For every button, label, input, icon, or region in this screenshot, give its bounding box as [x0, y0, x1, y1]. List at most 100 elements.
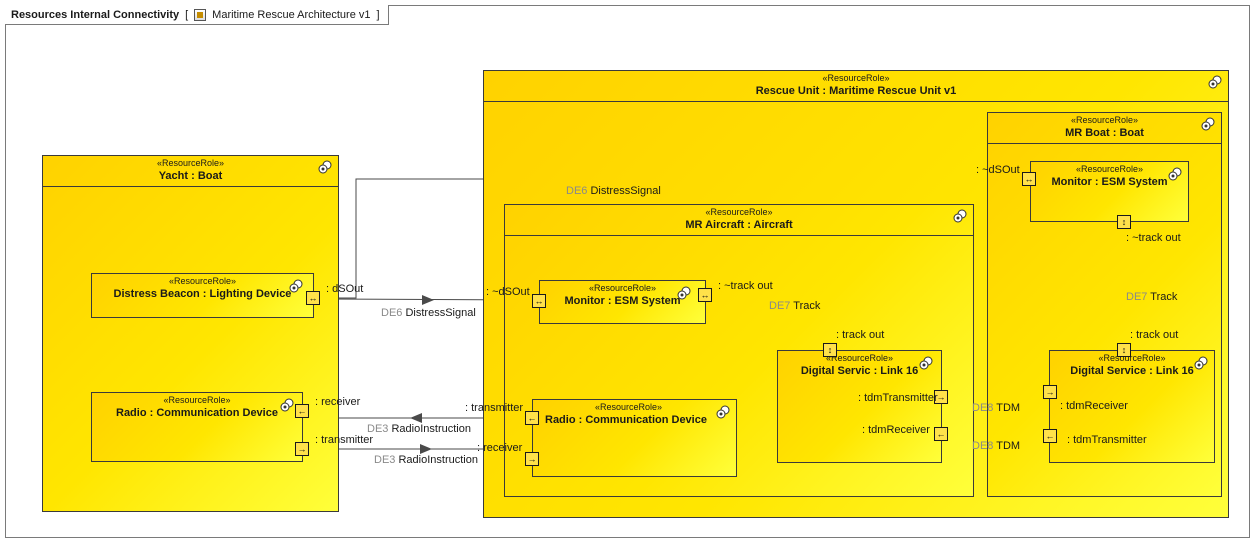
- connector-id: DE3: [374, 454, 396, 466]
- part-radio-yacht[interactable]: «ResourceRole» Radio : Communication Dev…: [91, 392, 303, 462]
- port-label-digital-servic-tdmtransmitter: : tdmTransmitter: [858, 392, 938, 404]
- port-radio-yacht-receiver[interactable]: ←: [295, 404, 309, 418]
- diagram-title: Resources Internal Connectivity: [11, 8, 180, 21]
- part-digital-servic[interactable]: «ResourceRole» Digital Servic : Link 16: [777, 350, 942, 463]
- port-radio-aircraft-receiver[interactable]: →: [525, 452, 539, 466]
- part-header: «ResourceRole» MR Aircraft : Aircraft: [505, 205, 973, 236]
- port-label-radio-aircraft-transmitter: : transmitter: [465, 402, 524, 414]
- connector-label-de3-lower[interactable]: DE3 RadioInstruction: [374, 454, 478, 466]
- connector-name: Track: [1150, 291, 1178, 303]
- port-digital-servic-trackout[interactable]: ↕: [823, 343, 837, 357]
- part-name: MR Aircraft : Aircraft: [685, 219, 793, 231]
- part-name: MR Boat : Boat: [1065, 127, 1144, 139]
- stereotype-label: «ResourceRole»: [1098, 353, 1166, 363]
- resource-role-icon: [1194, 356, 1208, 370]
- stereotype-label: «ResourceRole»: [595, 402, 663, 412]
- port-label-beacon-dsout: : dSOut: [326, 283, 364, 295]
- arrow-de3-lower: [420, 444, 432, 454]
- port-digital-servic-tdmtransmitter[interactable]: →: [934, 390, 948, 404]
- port-digital-servic-tdmreceiver[interactable]: ←: [934, 427, 948, 441]
- port-digital-service-tdmreceiver[interactable]: →: [1043, 385, 1057, 399]
- port-digital-service-trackout[interactable]: ↕: [1117, 343, 1131, 357]
- resource-role-icon: [1201, 117, 1215, 131]
- resource-role-icon: [953, 209, 967, 223]
- resource-role-icon: [1208, 75, 1222, 89]
- connector-label-de7-boat[interactable]: DE7 Track: [1126, 291, 1177, 303]
- connector-label-de8-upper[interactable]: DE8 TDM: [972, 402, 1020, 414]
- stereotype-label: «ResourceRole»: [1070, 115, 1139, 125]
- port-label-monitor-boat-trackout: : ~track out: [1126, 232, 1181, 244]
- resource-role-icon: [1168, 167, 1182, 181]
- connector-name: TDM: [996, 440, 1021, 452]
- connector-name: DistressSignal: [405, 307, 476, 319]
- port-label-radio-aircraft-receiver: : receiver: [477, 442, 523, 454]
- connector-label-de6-mid[interactable]: DE6 DistressSignal: [381, 307, 476, 319]
- part-digital-service[interactable]: «ResourceRole» Digital Service : Link 16: [1049, 350, 1215, 463]
- part-header: «ResourceRole» Yacht : Boat: [43, 156, 338, 187]
- part-distress-beacon[interactable]: «ResourceRole» Distress Beacon : Lightin…: [91, 273, 314, 318]
- part-monitor-aircraft[interactable]: «ResourceRole» Monitor : ESM System: [539, 280, 706, 324]
- stereotype-label: «ResourceRole»: [156, 158, 225, 168]
- resource-role-icon: [677, 286, 691, 300]
- port-label-digital-servic-trackout: : track out: [836, 329, 885, 341]
- port-label-monitor-aircraft-trackout: : ~track out: [718, 280, 773, 292]
- port-label-digital-service-tdmtransmitter: : tdmTransmitter: [1067, 434, 1147, 446]
- resource-role-icon: [280, 398, 294, 412]
- port-label-digital-servic-tdmreceiver: : tdmReceiver: [862, 424, 930, 436]
- diagram-title-tab[interactable]: Resources Internal Connectivity [ Mariti…: [5, 5, 389, 25]
- connector-name: DistressSignal: [590, 185, 661, 197]
- part-name: Rescue Unit : Maritime Rescue Unit v1: [755, 85, 957, 97]
- port-radio-yacht-transmitter[interactable]: →: [295, 442, 309, 456]
- port-label-radio-yacht-receiver: : receiver: [315, 396, 361, 408]
- connector-label-de8-lower[interactable]: DE8 TDM: [972, 440, 1020, 452]
- connector-name: RadioInstruction: [391, 423, 471, 435]
- port-beacon-dsout[interactable]: ↔: [306, 291, 320, 305]
- connector-name: Track: [793, 300, 821, 312]
- resource-role-icon: [289, 279, 303, 293]
- stereotype-label: «ResourceRole»: [588, 283, 657, 293]
- port-radio-aircraft-transmitter[interactable]: ←: [525, 411, 539, 425]
- resource-role-icon: [318, 160, 332, 174]
- connector-id: DE7: [769, 300, 791, 312]
- port-label-digital-service-trackout: : track out: [1130, 329, 1179, 341]
- architecture-icon: [194, 8, 207, 21]
- context-bracket-close: ]: [376, 8, 380, 21]
- part-name: Monitor : ESM System: [1051, 176, 1168, 188]
- stereotype-label: «ResourceRole»: [822, 73, 890, 83]
- stereotype-label: «ResourceRole»: [163, 395, 231, 405]
- part-header: «ResourceRole» Rescue Unit : Maritime Re…: [484, 71, 1228, 102]
- stereotype-label: «ResourceRole»: [705, 207, 773, 217]
- port-monitor-aircraft-dsout[interactable]: ↔: [532, 294, 546, 308]
- part-name: Monitor : ESM System: [564, 295, 681, 307]
- port-label-radio-yacht-transmitter: : transmitter: [315, 434, 374, 446]
- connector-id: DE8: [972, 402, 994, 414]
- port-monitor-boat-trackout[interactable]: ↕: [1117, 215, 1131, 229]
- part-name: Distress Beacon : Lighting Device: [113, 288, 292, 300]
- part-name: Digital Service : Link 16: [1070, 365, 1194, 377]
- connector-name: TDM: [996, 402, 1021, 414]
- connector-id: DE6: [381, 307, 403, 319]
- connector-id: DE3: [367, 423, 389, 435]
- port-label-monitor-aircraft-dsout: : ~dSOut: [486, 286, 530, 298]
- port-label-digital-service-tdmreceiver: : tdmReceiver: [1060, 400, 1128, 412]
- connector-label-de6-top[interactable]: DE6 DistressSignal: [566, 185, 661, 197]
- port-label-monitor-boat-dsout: : ~dSOut: [976, 164, 1020, 176]
- stereotype-label: «ResourceRole»: [1075, 164, 1144, 174]
- part-monitor-boat[interactable]: «ResourceRole» Monitor : ESM System: [1030, 161, 1189, 222]
- port-monitor-boat-dsout[interactable]: ↔: [1022, 172, 1036, 186]
- part-name: Yacht : Boat: [158, 170, 223, 182]
- context-bracket-open: [: [185, 8, 189, 21]
- port-digital-service-tdmtransmitter[interactable]: ←: [1043, 429, 1057, 443]
- connector-id: DE7: [1126, 291, 1148, 303]
- stereotype-label: «ResourceRole»: [825, 353, 894, 363]
- stereotype-label: «ResourceRole»: [168, 276, 237, 286]
- diagram-context[interactable]: Maritime Rescue Architecture v1: [212, 8, 371, 21]
- resource-role-icon: [716, 405, 730, 419]
- connector-label-de3-upper[interactable]: DE3 RadioInstruction: [367, 423, 471, 435]
- part-name: Radio : Communication Device: [545, 414, 707, 426]
- part-name: Radio : Communication Device: [116, 407, 278, 419]
- connector-label-de7-aircraft[interactable]: DE7 Track: [769, 300, 820, 312]
- arrow-de3-upper: [410, 413, 422, 423]
- part-radio-aircraft[interactable]: «ResourceRole» Radio : Communication Dev…: [532, 399, 737, 477]
- port-monitor-aircraft-trackout[interactable]: ↔: [698, 288, 712, 302]
